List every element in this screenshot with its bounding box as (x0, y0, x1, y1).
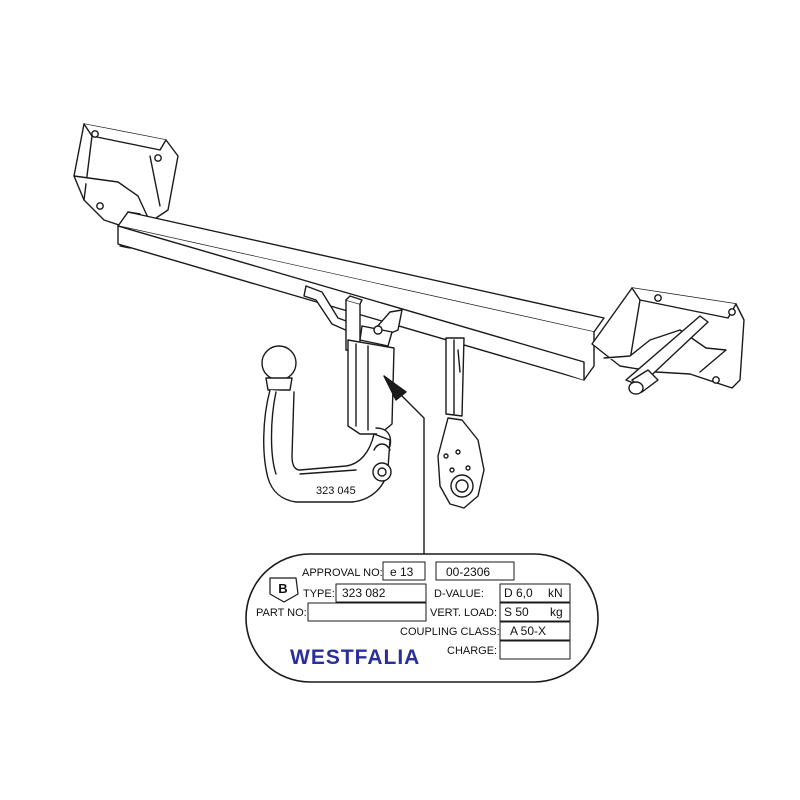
type-value: 323 082 (342, 586, 386, 600)
left-mounting-bracket (73, 123, 179, 229)
right-mounting-bracket (591, 287, 745, 395)
vert-load-label: VERT. LOAD: (430, 607, 497, 619)
part-no-label: PART NO: (256, 607, 307, 619)
pointer-arrow (383, 375, 425, 567)
type-plate (245, 553, 599, 683)
vert-load-value: S 50 (504, 605, 529, 619)
approval-number: 00-2306 (446, 565, 490, 579)
vert-load-unit: kg (550, 605, 563, 619)
approval-value: e 13 (390, 565, 414, 579)
center-bracket (303, 285, 403, 353)
coupling-class-label: COUPLING CLASS: (400, 626, 500, 638)
ball-part-number: 323 045 (316, 485, 356, 497)
d-value: D 6,0 (504, 586, 533, 600)
coupling-class-value: A 50-X (510, 624, 546, 638)
charge-label: CHARGE: (447, 645, 497, 657)
socket-arm (437, 337, 485, 509)
d-value-label: D-VALUE: (434, 588, 484, 600)
ball-neck (261, 345, 392, 503)
d-value-unit: kN (548, 586, 563, 600)
plate-logo-letter: B (278, 581, 287, 596)
type-label: TYPE: (303, 588, 335, 600)
approval-label: APPROVAL NO: (302, 567, 383, 579)
westfalia-logo: WESTFALIA (290, 646, 420, 669)
receiver-tube (347, 339, 395, 451)
